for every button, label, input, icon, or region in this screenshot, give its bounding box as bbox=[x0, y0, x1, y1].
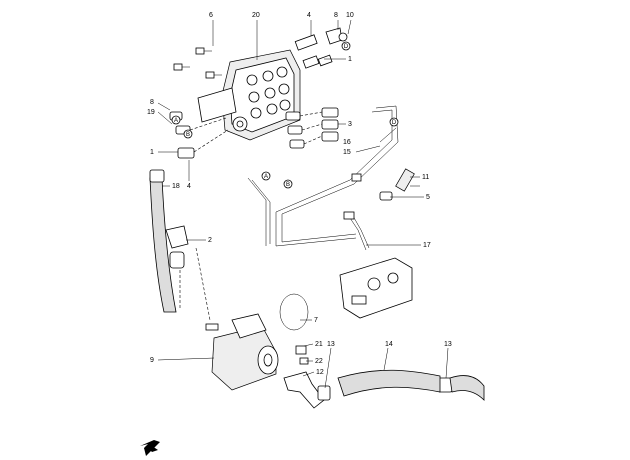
connector-d-pipe: D bbox=[392, 120, 397, 126]
callout-2: 2 bbox=[208, 237, 212, 244]
callout-10: 10 bbox=[346, 12, 354, 19]
outlet-elbow bbox=[283, 371, 453, 409]
side-fittings-3 bbox=[285, 107, 339, 149]
callout-numbers: 6 20 4 8 10 1 8 19 3 16 15 1 11 18 4 5 2… bbox=[147, 12, 452, 376]
callout-14: 14 bbox=[385, 341, 393, 348]
callout-12: 12 bbox=[316, 369, 324, 376]
hydraulic-pump bbox=[205, 293, 309, 391]
callout-4-left: 4 bbox=[187, 183, 191, 190]
callout-5: 5 bbox=[426, 194, 430, 201]
callout-6: 6 bbox=[209, 12, 213, 19]
callout-18: 18 bbox=[172, 183, 180, 190]
mounting-screws bbox=[173, 47, 222, 79]
callout-9: 9 bbox=[150, 357, 154, 364]
top-fittings bbox=[294, 27, 348, 69]
callout-20: 20 bbox=[252, 12, 260, 19]
callout-19: 19 bbox=[147, 109, 155, 116]
connector-d-top: D bbox=[344, 44, 349, 50]
connector-b-pipe: B bbox=[286, 182, 290, 188]
callout-3: 3 bbox=[348, 121, 352, 128]
callout-4-top: 4 bbox=[307, 12, 311, 19]
connector-a-pipe: A bbox=[264, 174, 268, 180]
connector-b-left: B bbox=[186, 132, 190, 138]
callout-1-top: 1 bbox=[348, 56, 352, 63]
steel-pipes bbox=[247, 105, 399, 251]
lower-valve-17 bbox=[339, 257, 413, 319]
callout-7: 7 bbox=[314, 317, 318, 324]
callout-1-left: 1 bbox=[150, 149, 154, 156]
front-direction-arrow-icon bbox=[140, 440, 160, 456]
return-hose-14 bbox=[337, 369, 485, 401]
callout-8-left: 8 bbox=[150, 99, 154, 106]
callout-16: 16 bbox=[343, 139, 351, 146]
connector-markers: A B A B D D bbox=[171, 41, 399, 189]
callout-21: 21 bbox=[315, 341, 323, 348]
callout-13-left: 13 bbox=[327, 341, 335, 348]
leader-lines bbox=[157, 19, 449, 389]
callout-13-right: 13 bbox=[444, 341, 452, 348]
connector-a-left: A bbox=[174, 118, 178, 124]
suction-hose-18 bbox=[149, 169, 211, 321]
callout-22: 22 bbox=[315, 358, 323, 365]
control-valve-block bbox=[197, 49, 301, 141]
callout-15: 15 bbox=[343, 149, 351, 156]
right-fitting-11 bbox=[379, 168, 415, 201]
callout-17: 17 bbox=[423, 242, 431, 249]
callout-11: 11 bbox=[422, 174, 429, 181]
callout-8-top: 8 bbox=[334, 12, 338, 19]
